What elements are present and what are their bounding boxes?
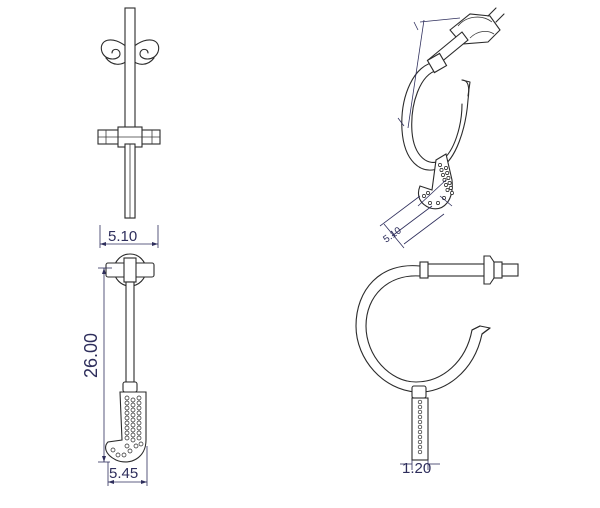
gem-dot [115,452,121,458]
gem-dot [136,395,142,401]
gem-dot [130,412,136,418]
dim-side-wire: 1.20 [400,460,440,477]
gem-dot [445,171,450,175]
j-charm-side [411,397,429,461]
gem-dot [426,191,430,195]
gem-dot [130,432,136,438]
gem-dot [428,201,432,205]
gem-dot [417,399,423,405]
hoop-front [105,253,155,393]
gem-dot [127,448,133,454]
gem-dot [130,397,136,403]
front-view: 5.10 26.00 [81,7,161,486]
gem-dot [136,405,142,411]
dim-front-post-label: 5.10 [108,228,137,245]
gem-dot [417,444,423,450]
gem-dot [130,402,136,408]
gem-dot [441,173,445,177]
gem-dot [124,395,130,401]
gem-dot [124,443,130,449]
gem-dot [124,420,130,426]
dim-side-wire-label: 1.20 [402,460,431,477]
side-hoop-outer [355,265,491,393]
gem-dot [450,191,454,195]
dim-front-post: 5.10 [99,225,159,248]
gem-dot [136,430,142,436]
gem-dot [124,405,130,411]
gem-dot [124,410,130,416]
gem-dot [436,201,440,205]
gem-dot [130,407,136,413]
side-hoop-inner [365,275,481,383]
gem-dot [136,435,142,441]
gem-dot [417,419,423,425]
gem-dot [110,447,116,453]
gem-dot [136,415,142,421]
gem-dot [138,441,144,447]
gem-dot [447,181,452,185]
gem-dot [417,429,423,435]
side-clutch [483,255,495,285]
iso-view: 5.10 [379,7,505,249]
gem-dot [445,188,450,192]
clutch-block [97,126,161,148]
iso-hoop-inner [411,69,463,163]
gem-dot [121,452,127,458]
gem-dot [444,183,448,187]
gem-dot [417,439,423,445]
gem-dot [130,417,136,423]
j-charm-iso [417,153,454,210]
gem-dot [130,422,136,428]
gem-dot [124,400,130,406]
gem-dot [124,415,130,421]
side-post [419,263,519,277]
gem-dot [448,186,453,190]
gem-dot [439,168,444,172]
gem-dot [124,430,130,436]
side-view: 1.20 [355,255,519,477]
gem-dot [446,176,451,180]
gem-dot [136,400,142,406]
gem-dot [136,420,142,426]
gem-dot [417,409,423,415]
gem-dot [422,194,426,198]
gem-dot [130,427,136,433]
gem-dot [136,425,142,431]
dim-iso-label: 5.10 [381,225,404,245]
gem-dot [124,425,130,431]
gem-dot [417,404,423,410]
gem-dot [130,437,136,443]
dim-front-length-label: 26.00 [81,333,101,378]
gem-dot [136,410,142,416]
j-charm-front [105,391,147,463]
gem-dot [417,449,423,455]
gem-dot [444,166,448,170]
dim-front-length: 26.00 [81,267,112,463]
gem-dot [417,434,423,440]
gem-dot [417,414,423,420]
gem-dot [438,163,442,167]
gem-dot [417,424,423,430]
gem-dot [133,443,139,449]
gem-dot [124,435,130,441]
dim-front-charm: 5.45 [107,446,148,486]
dim-front-charm-label: 5.45 [109,465,138,482]
